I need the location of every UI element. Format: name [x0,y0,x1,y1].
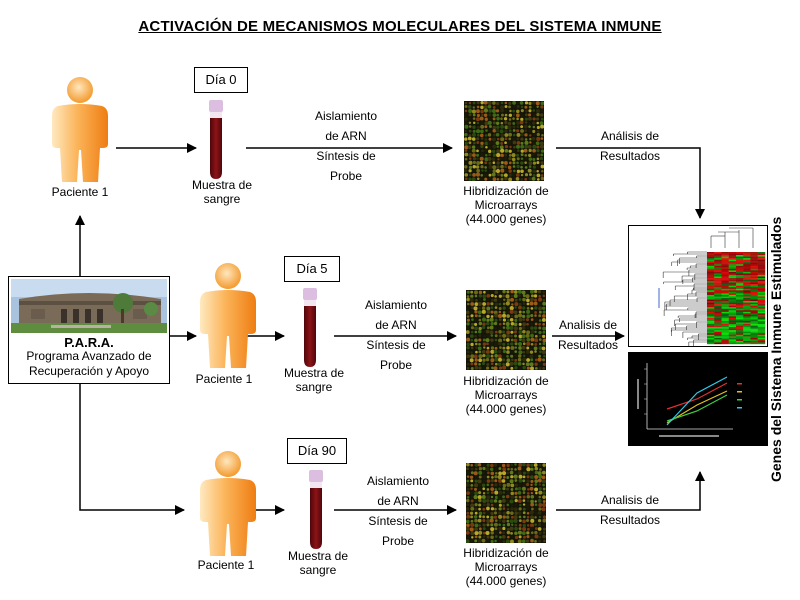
arrow-para-down [79,382,185,515]
blood-tube-icon [309,470,323,549]
microarray-image [466,463,546,543]
page-title: ACTIVACIÓN DE MECANISMOS MOLECULARES DEL… [138,18,662,35]
day-badge: Día 5 [284,256,340,282]
blood-tube-icon [303,288,317,367]
day-badge: Día 90 [287,438,347,464]
blood-tube-icon [209,100,223,179]
arrow-hyb-result-1 [556,147,705,219]
day-badge: Día 0 [194,67,248,93]
patient-label: Paciente 1 [51,185,109,199]
patient-label: Paciente 1 [197,558,255,572]
microarray-image [466,290,546,370]
line-graph-image [628,352,768,446]
side-title: Genes del Sistema Inmune Estimulados [768,216,784,482]
microarray-image [464,101,544,181]
patient-label: Paciente 1 [195,372,253,386]
building-photo [11,279,167,333]
heatmap-dendrogram-image [628,225,768,347]
para-acronym: P.A.R.A. [64,335,114,350]
arrow-hyb-result-3 [556,471,705,511]
patient-icon [200,263,256,368]
patient-icon [52,77,108,182]
patient-icon [200,451,256,556]
